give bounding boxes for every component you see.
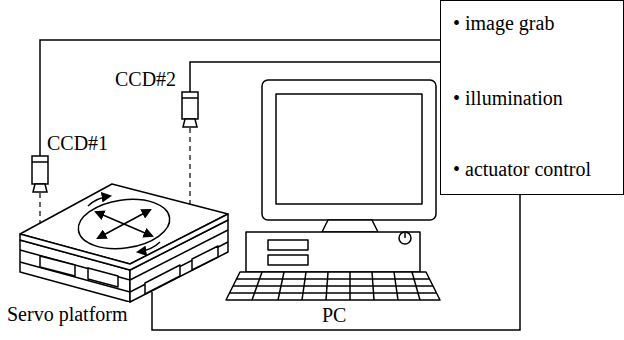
servo-platform	[75, 194, 173, 254]
servo-platform	[40, 256, 75, 276]
pc-computer	[372, 272, 374, 300]
ccd-camera	[182, 97, 198, 99]
device-label: PC	[321, 303, 347, 327]
function-item: • illumination	[453, 86, 563, 110]
pc-computer	[412, 272, 420, 300]
pc-computer	[236, 278, 429, 280]
pc-computer	[326, 272, 328, 300]
camera-label: CCD#1	[46, 131, 109, 155]
servo-platform	[145, 265, 180, 294]
optical-axis	[189, 128, 190, 208]
servo-platform	[96, 212, 152, 236]
servo-platform	[20, 184, 228, 302]
servo-platform	[88, 268, 118, 287]
function-item: • image grab	[453, 11, 554, 35]
pc-computer	[268, 255, 308, 265]
function-box: • image grab • illumination • actuator con…	[440, 0, 624, 195]
pc-computer	[233, 285, 433, 287]
device-label: Servo platform	[6, 302, 129, 326]
pc-computer	[276, 94, 422, 204]
servo-platform	[20, 184, 228, 264]
pc-computer	[394, 272, 398, 300]
ccd-camera	[32, 156, 48, 184]
pc-computer	[246, 232, 420, 272]
pc-computer	[302, 272, 306, 300]
pc-computer	[268, 240, 308, 250]
pc-computer	[399, 232, 411, 244]
pc-computer	[404, 233, 406, 238]
servo-platform	[88, 196, 110, 206]
pc-computer	[230, 292, 436, 294]
pc-computer	[226, 272, 440, 300]
ccd-camera	[32, 161, 48, 163]
pc-computer	[252, 272, 262, 300]
pc-computer	[226, 80, 440, 300]
pc-computer	[349, 272, 351, 300]
function-item: • actuator control	[453, 157, 591, 181]
camera-label: CCD#2	[114, 67, 177, 91]
ccd-camera	[183, 119, 197, 127]
ccd-camera	[32, 92, 198, 192]
pc-computer	[262, 80, 436, 220]
pc-computer	[278, 272, 284, 300]
servo-platform	[192, 246, 218, 270]
servo-platform	[138, 242, 160, 252]
ccd-camera	[33, 184, 47, 192]
ccd-camera	[182, 92, 198, 119]
pc-computer	[322, 220, 378, 232]
